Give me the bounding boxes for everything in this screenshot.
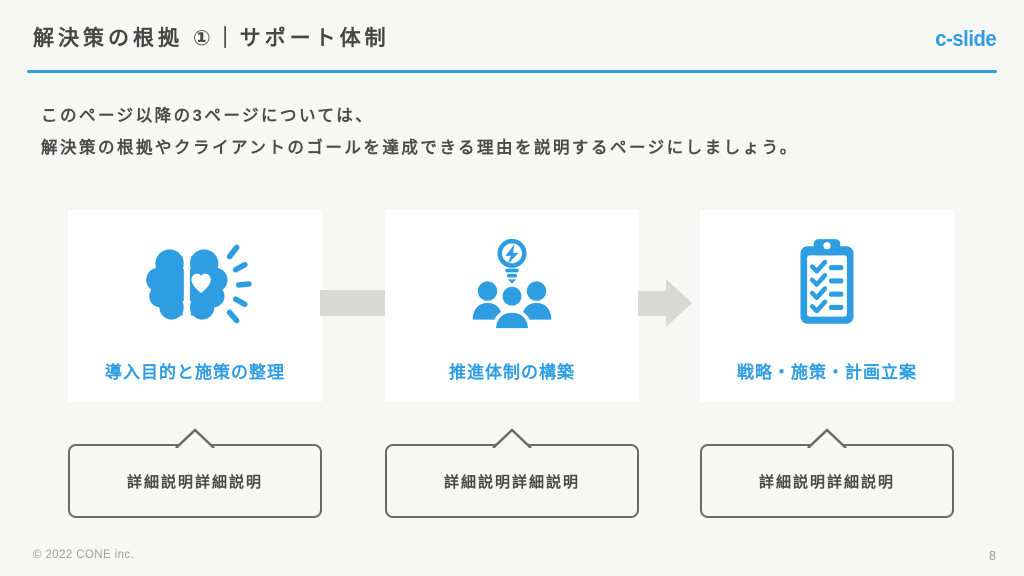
step-label-2: 推進体制の構築 [449,363,575,382]
team-lightbulb-icon [385,234,639,336]
c-slide-logo: c-slide [935,26,996,51]
page-title: 解決策の根拠 ①｜サポート体制 [33,27,390,50]
note-bubble-3: 詳細説明詳細説明 [700,428,954,518]
checklist-clipboard-icon [700,234,954,336]
note-bubble-2: 詳細説明詳細説明 [385,428,639,518]
step-card-3: 戦略・施策・計画立案 [700,210,954,402]
title-underline [27,70,997,73]
copyright-text: © 2022 CONE inc. [33,549,135,561]
note-text-1: 詳細説明詳細説明 [126,473,263,491]
lead-line-1: このページ以降の3ページについては、 [41,107,375,125]
connector-bar [320,290,387,316]
page-number: 8 [989,549,996,563]
connector-arrow-head [666,279,692,327]
step-label-3: 戦略・施策・計画立案 [737,363,917,382]
connector-arrow-shaft [638,291,667,316]
lead-text: このページ以降の3ページについては、 解決策の根拠やクライアントのゴールを達成で… [41,100,799,164]
bubble-notch-icon [175,428,215,448]
step-label-1: 導入目的と施策の整理 [105,363,285,382]
step-card-1: 導入目的と施策の整理 [68,210,322,402]
step-card-2: 推進体制の構築 [385,210,639,402]
note-text-2: 詳細説明詳細説明 [443,473,580,491]
lead-line-2: 解決策の根拠やクライアントのゴールを達成できる理由を説明するページにしましょう。 [41,139,799,157]
brain-idea-icon [68,234,322,336]
note-text-3: 詳細説明詳細説明 [758,473,895,491]
note-bubble-1: 詳細説明詳細説明 [68,428,322,518]
bubble-notch-icon [807,428,847,448]
bubble-notch-icon [492,428,532,448]
